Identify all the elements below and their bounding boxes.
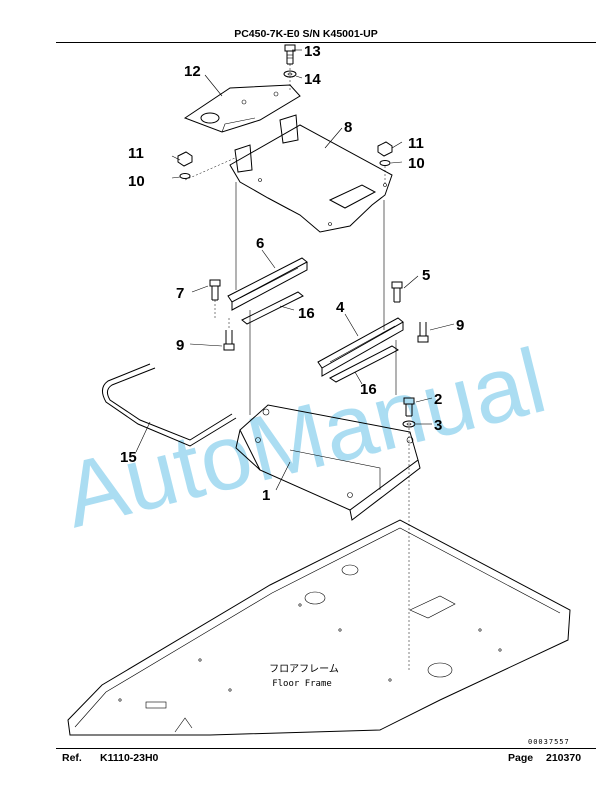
leader-15 [135,421,151,453]
callout-10-left: 10 [128,173,145,190]
footer-ref-value: K1110-23H0 [100,752,159,764]
floor-frame-label-jp: フロアフレーム [269,663,339,675]
leader-7 [191,285,209,293]
part-9-bolt-left [223,330,235,351]
part-12-bracket [183,84,301,133]
part-5-bolt [391,281,403,303]
watermark-text: AutoManual [54,330,555,548]
leader-9-left [189,343,223,347]
callout-2: 2 [434,391,442,408]
part-10-washer-right [379,160,391,166]
part-6-rail [227,257,308,311]
leader-16-left [279,305,295,311]
callout-8: 8 [344,119,352,136]
part-11-nut-left [177,151,193,167]
leader-9-right [429,323,455,331]
footer-divider [56,748,596,749]
callout-6: 6 [256,235,264,252]
part-9-bolt-right [417,322,429,343]
callout-9-left: 9 [176,337,184,354]
leader-1 [275,461,291,491]
leader-11-right [391,141,403,149]
callout-14: 14 [304,71,321,88]
part-15-rod [102,363,237,447]
leader-5 [403,275,419,289]
leader-10-right [390,161,403,164]
callout-15: 15 [120,449,137,466]
footer-ref-label: Ref. [62,752,82,764]
callout-16-right: 16 [360,381,377,398]
callout-13: 13 [304,43,321,60]
callout-3: 3 [434,417,442,434]
part-16-strip-right [329,345,399,383]
part-13-bolt [284,44,296,65]
leader-14 [295,75,303,79]
part-7-bolt [209,279,221,301]
part-11-nut-right [377,141,393,157]
part-10-washer-left [179,173,191,179]
callout-9-right: 9 [456,317,464,334]
part-2-bolt [403,397,415,417]
callout-11-right: 11 [408,135,424,152]
callout-10-right: 10 [408,155,425,172]
leader-2 [415,397,433,403]
drawing-serial-number: 00037557 [528,738,570,746]
leader-12 [204,74,223,97]
part-16-strip-left [241,291,304,325]
part-1-bracket [235,404,421,521]
floor-frame-label-en: Floor Frame [272,679,332,689]
footer-page-label: Page [508,752,534,764]
header-divider [56,42,596,43]
part-3-washer [402,420,416,428]
leader-10-left [171,176,181,179]
page-header-title: PC450-7K-E0 S/N K45001-UP [234,28,378,40]
leader-11-left [171,155,181,161]
callout-11-left: 11 [128,145,144,162]
callout-16-left: 16 [298,305,315,322]
part-8-plate [229,114,393,233]
leader-8 [324,127,343,149]
callout-1: 1 [262,487,270,504]
callout-5: 5 [422,267,430,284]
callout-12: 12 [184,63,201,80]
part-4-rail [317,317,404,377]
floor-frame [67,519,571,736]
leader-6 [261,249,276,269]
callout-7: 7 [176,285,184,302]
callout-4: 4 [336,299,345,316]
footer-page-value: 210370 [546,752,582,764]
leader-16-right [354,371,363,385]
leader-4 [344,313,359,337]
